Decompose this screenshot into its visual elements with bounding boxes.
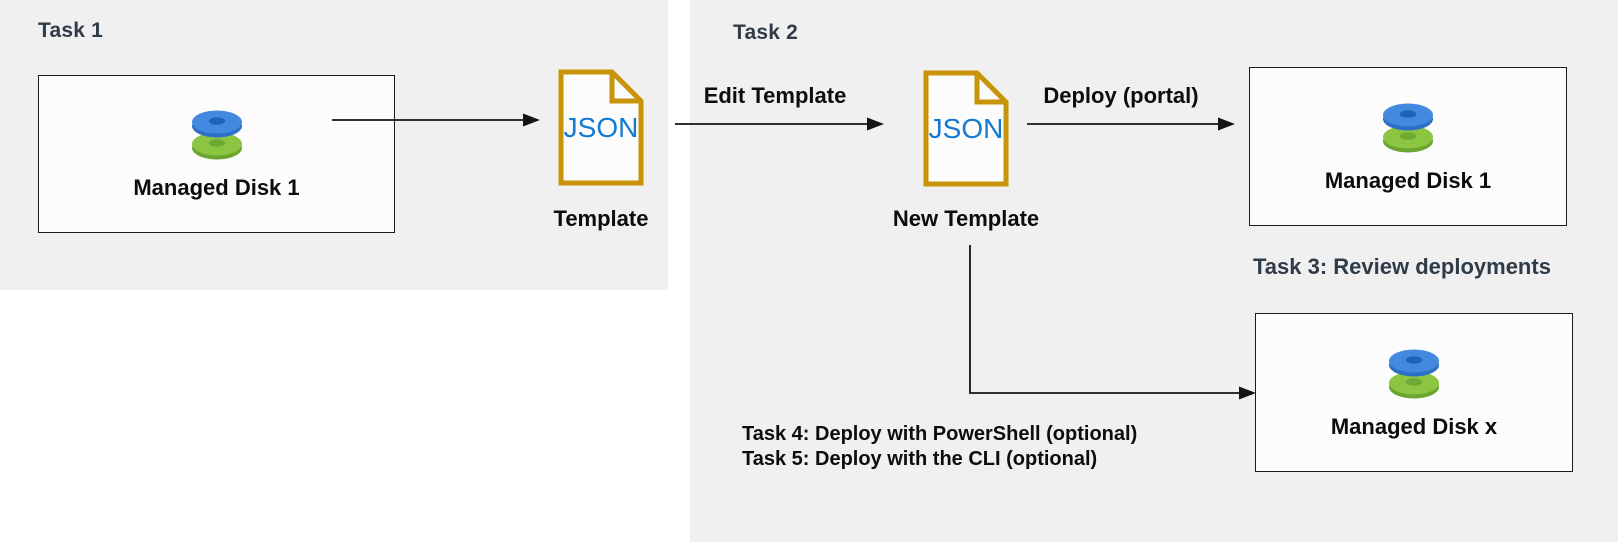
managed-disk-1-source-label: Managed Disk 1 <box>133 175 300 201</box>
edit-template-arrow-label: Edit Template <box>703 83 847 108</box>
managed-disk-icon <box>1389 349 1439 399</box>
managed-disk-x-box: Managed Disk x <box>1255 313 1573 472</box>
deploy-portal-arrow-label: Deploy (portal) <box>1043 83 1199 108</box>
task2-title: Task 2 <box>733 21 799 44</box>
task3-note: Task 3: Review deployments <box>1253 254 1551 279</box>
managed-disk-1-portal-label: Managed Disk 1 <box>1324 167 1492 193</box>
managed-disk-1-source-box: Managed Disk 1 <box>38 75 395 233</box>
managed-disk-x-label: Managed Disk x <box>1330 413 1498 439</box>
task4-task5-notes: Task 4: Deploy with PowerShell (optional… <box>742 422 1137 472</box>
task1-title: Task 1 <box>38 19 104 42</box>
json-file-text: JSON <box>564 112 639 143</box>
managed-disk-icon <box>191 110 242 160</box>
json-new-template-file-icon: JSON <box>923 70 1009 187</box>
new-template-label: New Template <box>892 206 1040 231</box>
managed-disk-icon <box>1383 103 1433 153</box>
managed-disk-1-portal-box: Managed Disk 1 <box>1249 67 1567 226</box>
json-template-file-icon: JSON <box>558 69 644 186</box>
json-file-text: JSON <box>929 113 1004 144</box>
task4-note: Task 4: Deploy with PowerShell (optional… <box>742 423 1138 445</box>
task5-note: Task 5: Deploy with the CLI (optional) <box>742 448 1098 470</box>
template-label: Template <box>553 206 649 231</box>
